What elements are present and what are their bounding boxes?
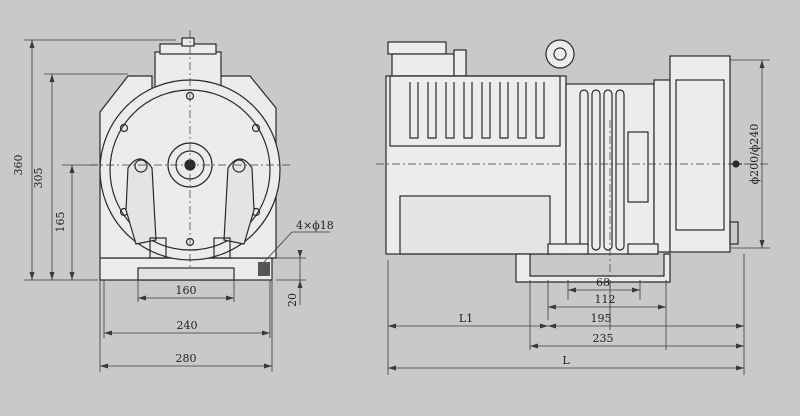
cooling-fins [409,82,545,139]
lifting-eye-inner [553,47,567,61]
side-dimension-lines [387,59,770,375]
brake-arm-left [125,158,157,245]
brake-side-bolt [729,221,739,245]
bolt [119,123,129,133]
mounting-hole-mark [258,262,270,276]
motor-lower-box [399,195,551,255]
dim-240-label: 240 [177,319,198,332]
dim-160-label: 160 [176,284,197,297]
dim-235-label: 235 [593,332,614,345]
top-knob [181,37,195,47]
dim-68-label: 68 [596,276,610,289]
side-base-pad-right [627,243,659,255]
hole-note-label: 4×ϕ18 [296,219,334,232]
dim-305-label: 305 [32,168,45,189]
side-arrowheads [388,60,765,371]
dim-360-label: 360 [12,155,25,176]
side-top-block [391,53,455,77]
side-base [515,253,671,283]
front-centerlines [90,30,290,270]
front-base-recess [137,267,235,281]
dim-165-label: 165 [54,212,67,233]
dim-112-label: 112 [595,293,616,306]
motor-fin-zone [389,75,561,147]
side-base-pad-left [547,243,589,255]
dim-20-label: 20 [286,293,299,307]
front-foot-left [149,237,167,259]
brake-unit [669,55,731,253]
brake-pivot-left [134,159,148,173]
brake-pivot-right [232,159,246,173]
brake-inner [675,79,725,231]
dim-diameter-label: ϕ200/ϕ240 [748,124,761,185]
front-foot-right [213,237,231,259]
side-top-connector [453,49,467,77]
front-dimension-lines [24,39,330,372]
lifting-eye-outer [545,39,575,69]
brake-arm-right [223,158,255,245]
side-view [385,39,742,283]
dim-280-label: 280 [176,352,197,365]
side-top-cap [387,41,447,55]
brake-flange [653,79,671,253]
front-arrowheads [29,40,303,369]
dim-L-label: L [562,354,570,367]
bolt [251,123,261,133]
dim-195-label: 195 [591,312,612,325]
sheave-hub [627,131,649,203]
dim-L1-label: L1 [459,312,473,325]
